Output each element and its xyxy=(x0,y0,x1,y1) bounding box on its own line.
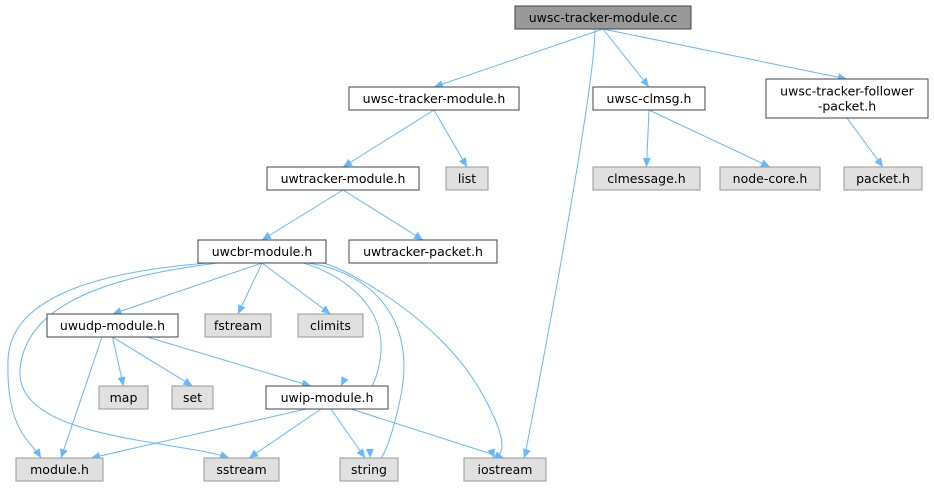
edge-uwcbr-h-to-climits xyxy=(261,262,331,315)
node-label: uwtracker-packet.h xyxy=(363,244,483,259)
nodes-layer: uwsc-tracker-module.cc uwsc-tracker-modul… xyxy=(15,5,929,482)
edge-uwtracker-h-to-uwcbr-h xyxy=(261,189,344,241)
edge-uwcbr-h-to-fstream xyxy=(237,262,263,315)
node-box xyxy=(339,457,399,482)
node-box xyxy=(203,457,280,482)
node-label: uwip-module.h xyxy=(281,390,374,405)
edge-follower-h-to-packet-h xyxy=(846,117,884,168)
edge-uwudp-h-to-set xyxy=(112,336,193,387)
edge-uwcbr-h-to-sstream xyxy=(19,262,230,459)
node-label: string xyxy=(351,462,387,477)
node-box xyxy=(46,313,179,338)
node-label: climits xyxy=(310,318,351,333)
node-uwtracker-packet-h[interactable]: uwtracker-packet.h xyxy=(348,239,498,264)
node-uwip-h[interactable]: uwip-module.h xyxy=(265,385,389,410)
edge-root-to-follower-h xyxy=(602,28,848,82)
node-map: map xyxy=(98,385,149,410)
node-climits: climits xyxy=(297,313,364,338)
edge-uwudp-h-to-module-h xyxy=(60,336,103,459)
node-label: fstream xyxy=(214,318,262,333)
edge-uwip-h-to-module-h xyxy=(90,408,307,460)
node-label: node-core.h xyxy=(733,171,808,186)
node-box xyxy=(204,313,272,338)
node-box xyxy=(98,385,149,410)
node-set: set xyxy=(171,385,214,410)
node-box xyxy=(445,166,489,191)
node-packet-h: packet.h xyxy=(843,166,923,191)
edge-uwcbr-h-to-uwudp-h xyxy=(112,262,263,315)
node-box xyxy=(171,385,214,410)
edge-uwsc-tracker-h-to-uwtracker-h xyxy=(342,109,435,168)
node-box xyxy=(297,313,364,338)
node-box xyxy=(719,166,821,191)
edge-uwcbr-h-to-string xyxy=(307,262,405,463)
node-uwsc-clmsg-h[interactable]: uwsc-clmsg.h xyxy=(592,86,706,111)
node-box xyxy=(463,457,547,482)
node-follower-h[interactable]: uwsc-tracker-follower-packet.h xyxy=(765,78,929,119)
node-clmessage-h: clmessage.h xyxy=(592,166,701,191)
node-label: uwtracker-module.h xyxy=(281,171,406,186)
node-label: uwcbr-module.h xyxy=(212,244,313,259)
node-box xyxy=(592,86,706,111)
node-string: string xyxy=(339,457,399,482)
edge-uwudp-h-to-uwip-h xyxy=(146,336,312,388)
node-fstream: fstream xyxy=(204,313,272,338)
node-list: list xyxy=(445,166,489,191)
edge-uwip-h-to-string xyxy=(330,408,366,459)
edge-uwip-h-to-iostream xyxy=(350,408,505,460)
node-label: iostream xyxy=(478,462,533,477)
node-box xyxy=(348,86,520,111)
node-label: uwudp-module.h xyxy=(60,318,165,333)
node-box xyxy=(592,166,701,191)
node-label: sstream xyxy=(216,462,266,477)
node-box xyxy=(514,5,692,30)
node-node-core-h: node-core.h xyxy=(719,166,821,191)
node-label: map xyxy=(110,390,138,405)
node-box xyxy=(843,166,923,191)
node-label: -packet.h xyxy=(818,99,876,114)
edge-uwsc-clmsg-h-to-node-core-h xyxy=(648,109,771,168)
edge-root-to-iostream xyxy=(523,28,596,459)
edge-uwudp-h-to-map xyxy=(112,336,126,387)
edge-uwip-h-to-sstream xyxy=(248,408,322,459)
node-label: packet.h xyxy=(856,171,910,186)
node-box xyxy=(765,78,929,119)
node-box xyxy=(197,239,327,264)
node-box xyxy=(348,239,498,264)
node-uwtracker-h[interactable]: uwtracker-module.h xyxy=(266,166,420,191)
edge-uwcbr-h-to-module-h xyxy=(7,262,209,459)
node-sstream: sstream xyxy=(203,457,280,482)
node-label: list xyxy=(458,171,476,186)
node-uwcbr-h[interactable]: uwcbr-module.h xyxy=(197,239,327,264)
node-iostream: iostream xyxy=(463,457,547,482)
node-label: uwsc-tracker-module.cc xyxy=(529,10,678,25)
node-box xyxy=(265,385,389,410)
node-label: uwsc-tracker-follower xyxy=(780,84,915,99)
edge-uwsc-tracker-h-to-list xyxy=(433,109,468,168)
node-uwsc-tracker-h[interactable]: uwsc-tracker-module.h xyxy=(348,86,520,111)
node-box xyxy=(15,457,104,482)
node-label: clmessage.h xyxy=(607,171,685,186)
edge-root-to-uwsc-tracker-h xyxy=(433,28,604,88)
edges-layer xyxy=(7,28,884,463)
edge-uwtracker-h-to-uwtracker-packet-h xyxy=(342,189,424,241)
edge-uwsc-clmsg-h-to-clmessage-h xyxy=(642,109,651,168)
node-box xyxy=(266,166,420,191)
node-label: uwsc-clmsg.h xyxy=(607,91,692,106)
node-label: module.h xyxy=(30,462,89,477)
edge-root-to-uwsc-clmsg-h xyxy=(602,28,650,88)
node-module-h: module.h xyxy=(15,457,104,482)
node-label: uwsc-tracker-module.h xyxy=(363,91,506,106)
node-root[interactable]: uwsc-tracker-module.cc xyxy=(514,5,692,30)
node-label: set xyxy=(183,390,202,405)
node-uwudp-h[interactable]: uwudp-module.h xyxy=(46,313,179,338)
